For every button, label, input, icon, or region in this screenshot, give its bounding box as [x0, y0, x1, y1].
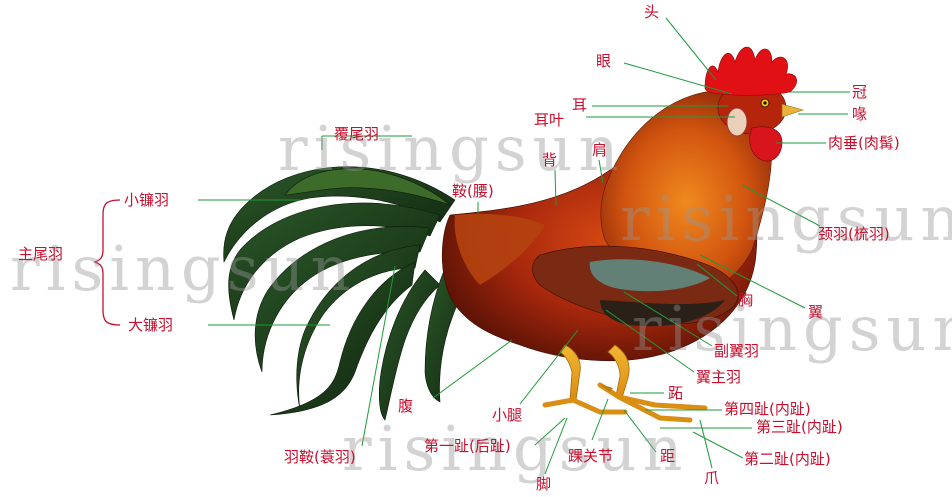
label-toe-1: 第一趾(后趾)	[424, 438, 511, 455]
label-shoulder: 肩	[592, 142, 607, 159]
label-primaries: 翼主羽	[696, 369, 741, 386]
label-hock: 跖	[668, 385, 683, 402]
label-claw: 爪	[704, 470, 719, 487]
label-thigh: 小腿	[492, 407, 522, 424]
label-hackle: 颈羽(梳羽)	[818, 226, 890, 243]
label-hock-joint: 踝关节	[568, 448, 613, 465]
label-secondaries: 副翼羽	[714, 343, 759, 360]
label-beak: 喙	[852, 106, 867, 123]
label-abdomen: 腹	[398, 398, 413, 415]
label-back: 背	[542, 152, 557, 169]
label-greater-sickle: 大镰羽	[128, 317, 173, 334]
watermark: risingsun	[632, 292, 952, 365]
rooster-pupil	[763, 101, 766, 104]
label-spur: 距	[660, 448, 675, 465]
rooster-earlobe	[727, 108, 747, 136]
watermark: risingsun	[620, 182, 952, 255]
label-toe-3: 第三趾(内趾)	[756, 419, 843, 436]
label-saddle-hackle: 羽鞍(蓑羽)	[284, 449, 356, 466]
rooster-comb	[705, 47, 797, 95]
label-wing: 翼	[808, 304, 823, 321]
watermark: risingsun	[10, 232, 356, 305]
label-foot: 脚	[536, 476, 551, 493]
label-saddle: 鞍(腰)	[452, 183, 494, 200]
label-tail-coverts: 覆尾羽	[334, 126, 379, 143]
label-eye: 眼	[596, 53, 611, 70]
label-comb: 冠	[852, 84, 867, 101]
label-toe-4: 第四趾(内趾)	[724, 401, 811, 418]
label-top-cut: 头	[644, 4, 659, 21]
rooster-beak	[782, 104, 803, 117]
label-main-tail: 主尾羽	[18, 246, 63, 263]
label-wattle: 肉垂(肉髯)	[828, 135, 900, 152]
label-lesser-sickle: 小镰羽	[124, 192, 169, 209]
label-toe-2: 第二趾(内趾)	[744, 451, 831, 468]
label-breast: 胸	[738, 292, 753, 309]
label-earlobe: 耳叶	[534, 112, 564, 129]
watermark: risingsun	[278, 112, 624, 185]
label-ear: 耳	[572, 97, 587, 114]
